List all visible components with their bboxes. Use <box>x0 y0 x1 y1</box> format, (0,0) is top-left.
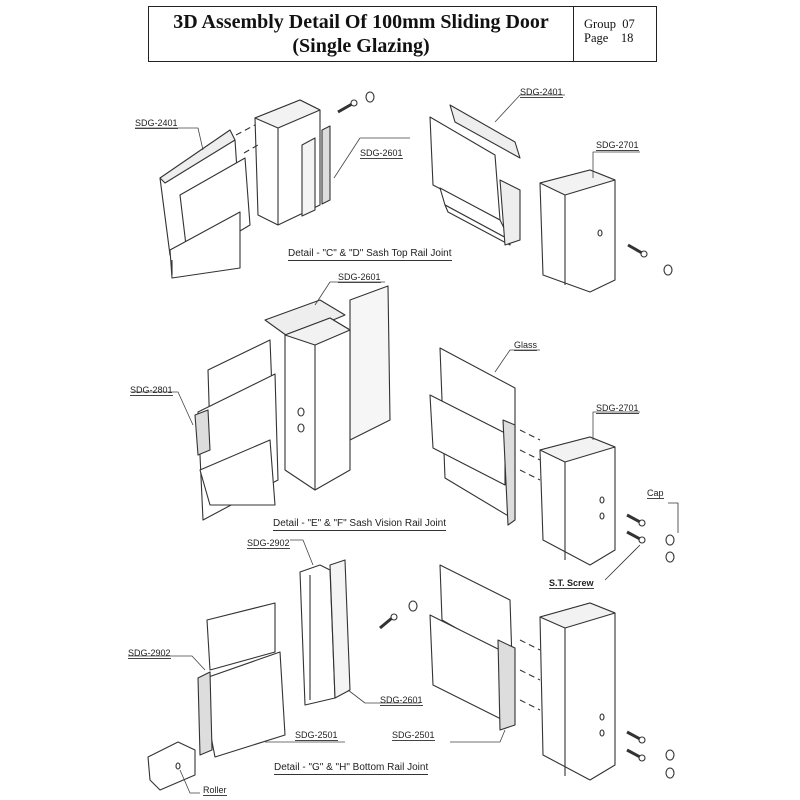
cap-icon <box>665 749 675 761</box>
screw-icon <box>626 513 646 527</box>
screw-icon <box>626 748 646 762</box>
screw-icon <box>626 730 646 744</box>
drawing-title: 3D Assembly Detail Of 100mm Sliding Door… <box>149 7 574 61</box>
screw-icon <box>627 243 648 258</box>
label-sdg-2601-vision: SDG-2601 <box>338 272 381 283</box>
vision-rail-assembly-left <box>194 285 391 521</box>
label-sdg-2902-left: SDG-2902 <box>128 648 171 659</box>
label-sdg-2801: SDG-2801 <box>130 385 173 396</box>
caption-detail-e-f: Detail - "E" & "F" Sash Vision Rail Join… <box>273 518 446 531</box>
vision-rail-assembly-right <box>429 347 679 581</box>
label-sdg-2401: SDG-2401 <box>135 118 178 129</box>
sheet-info: Group 07 Page 18 <box>574 7 656 61</box>
bottom-rail-assembly-right <box>429 564 675 781</box>
page-label: Page <box>584 31 609 45</box>
screw-icon <box>337 99 358 114</box>
title-line-1: 3D Assembly Detail Of 100mm Sliding Door <box>173 11 549 33</box>
cap-icon <box>665 767 675 779</box>
bottom-rail-assembly-left <box>147 559 418 791</box>
page-info: Page 18 <box>584 31 656 45</box>
group-label: Group <box>584 17 616 31</box>
group-info: Group 07 <box>584 17 656 31</box>
label-sdg-2601: SDG-2601 <box>360 148 403 159</box>
label-st-screw: S.T. Screw <box>549 578 594 589</box>
top-rail-assembly-left <box>159 91 375 279</box>
cap-icon <box>665 534 675 546</box>
cap-icon <box>663 264 673 276</box>
top-rail-assembly-right <box>429 104 673 293</box>
cap-icon <box>365 91 375 103</box>
label-sdg-2401-right: SDG-2401 <box>520 87 563 98</box>
group-value: 07 <box>622 17 635 31</box>
page-value: 18 <box>620 31 634 45</box>
label-sdg-2501-left: SDG-2501 <box>295 730 338 741</box>
title-line-2: (Single Glazing) <box>292 35 430 57</box>
cap-icon <box>408 600 418 612</box>
glass-pane-bottom-left <box>206 602 276 671</box>
label-sdg-2902-top: SDG-2902 <box>247 538 290 549</box>
label-sdg-2701-vision: SDG-2701 <box>596 403 639 414</box>
sdg-jamb-bottom-right <box>539 602 616 781</box>
label-sdg-2501-right: SDG-2501 <box>392 730 435 741</box>
cap-icon <box>665 551 675 563</box>
label-glass: Glass <box>514 340 538 351</box>
screw-icon <box>626 530 646 544</box>
label-sdg-2701: SDG-2701 <box>596 140 639 151</box>
roller-part <box>147 741 196 791</box>
label-roller: Roller <box>203 785 227 796</box>
screw-icon <box>379 613 398 630</box>
caption-detail-g-h: Detail - "G" & "H" Bottom Rail Joint <box>274 762 429 775</box>
title-block: 3D Assembly Detail Of 100mm Sliding Door… <box>148 6 657 62</box>
label-cap: Cap <box>647 488 664 499</box>
label-sdg-2601-bottom: SDG-2601 <box>380 695 423 706</box>
leader-lines <box>128 94 640 794</box>
caption-detail-c-d: Detail - "C" & "D" Sash Top Rail Joint <box>288 248 452 261</box>
sdg-2902-mullion <box>299 564 336 706</box>
